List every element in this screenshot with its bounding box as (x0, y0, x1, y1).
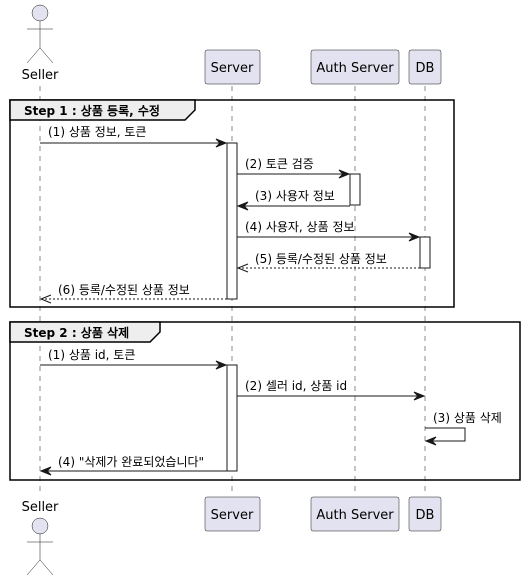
step1-message-1: (1) 상품 정보, 토큰 (40, 125, 228, 148)
step2-frame: Step 2 : 상품 삭제 (9, 321, 521, 481)
svg-text:(3) 사용자 정보: (3) 사용자 정보 (255, 189, 335, 203)
server-activation-2 (226, 364, 238, 472)
svg-text:(2) 셀러 id, 상품 id: (2) 셀러 id, 상품 id (245, 379, 347, 393)
svg-text:(4) 사용자, 상품 정보: (4) 사용자, 상품 정보 (245, 220, 355, 234)
svg-text:DB: DB (416, 508, 435, 523)
svg-text:(5) 등록/수정된 상품 정보: (5) 등록/수정된 상품 정보 (255, 252, 387, 266)
step1-message-4: (4) 사용자, 상품 정보 (237, 220, 421, 242)
auth-server-box-top: Auth Server (310, 49, 400, 85)
svg-text:Auth Server: Auth Server (316, 61, 394, 76)
db-box-bottom: DB (408, 496, 442, 532)
svg-text:Auth Server: Auth Server (316, 508, 394, 523)
svg-text:(2) 토큰 검증: (2) 토큰 검증 (245, 157, 314, 171)
step1-message-5: (5) 등록/수정된 상품 정보 (236, 252, 420, 273)
server-box-bottom: Server (204, 496, 261, 532)
seller-actor-top: Seller (22, 4, 59, 83)
db-activation-1 (419, 236, 431, 269)
svg-text:Server: Server (211, 61, 254, 76)
svg-text:(1) 상품 id, 토큰: (1) 상품 id, 토큰 (48, 348, 135, 362)
step2-message-2: (2) 셀러 id, 상품 id (237, 379, 426, 401)
step2-title: Step 2 : 상품 삭제 (24, 325, 129, 340)
svg-text:(4) "삭제가 완료되었습니다": (4) "삭제가 완료되었습니다" (58, 455, 204, 469)
step1-message-2: (2) 토큰 검증 (237, 157, 351, 179)
step2-message-1: (1) 상품 id, 토큰 (40, 348, 228, 370)
db-box-top: DB (408, 49, 442, 85)
seller-actor-bottom: Seller (22, 500, 59, 576)
step1-frame: Step 1 : 상품 등록, 수정 (9, 99, 455, 308)
svg-text:(3) 상품 삭제: (3) 상품 삭제 (433, 411, 502, 425)
svg-text:(1) 상품 정보, 토큰: (1) 상품 정보, 토큰 (48, 125, 147, 139)
step2-message-3: (3) 상품 삭제 (424, 411, 502, 446)
step1-title: Step 1 : 상품 등록, 수정 (24, 103, 160, 118)
step1-message-3: (3) 사용자 정보 (236, 189, 350, 211)
seller-label-bottom: Seller (22, 500, 59, 515)
svg-text:(6) 등록/수정된 상품 정보: (6) 등록/수정된 상품 정보 (58, 283, 190, 297)
svg-text:DB: DB (416, 61, 435, 76)
seller-label-top: Seller (22, 68, 59, 83)
step1-message-6: (6) 등록/수정된 상품 정보 (39, 283, 227, 304)
auth-activation (349, 173, 361, 206)
server-box-top: Server (204, 49, 261, 85)
step2-message-4: (4) "삭제가 완료되었습니다" (39, 455, 227, 476)
auth-server-box-bottom: Auth Server (310, 496, 400, 532)
svg-text:Server: Server (211, 508, 254, 523)
server-activation-1 (226, 142, 238, 300)
